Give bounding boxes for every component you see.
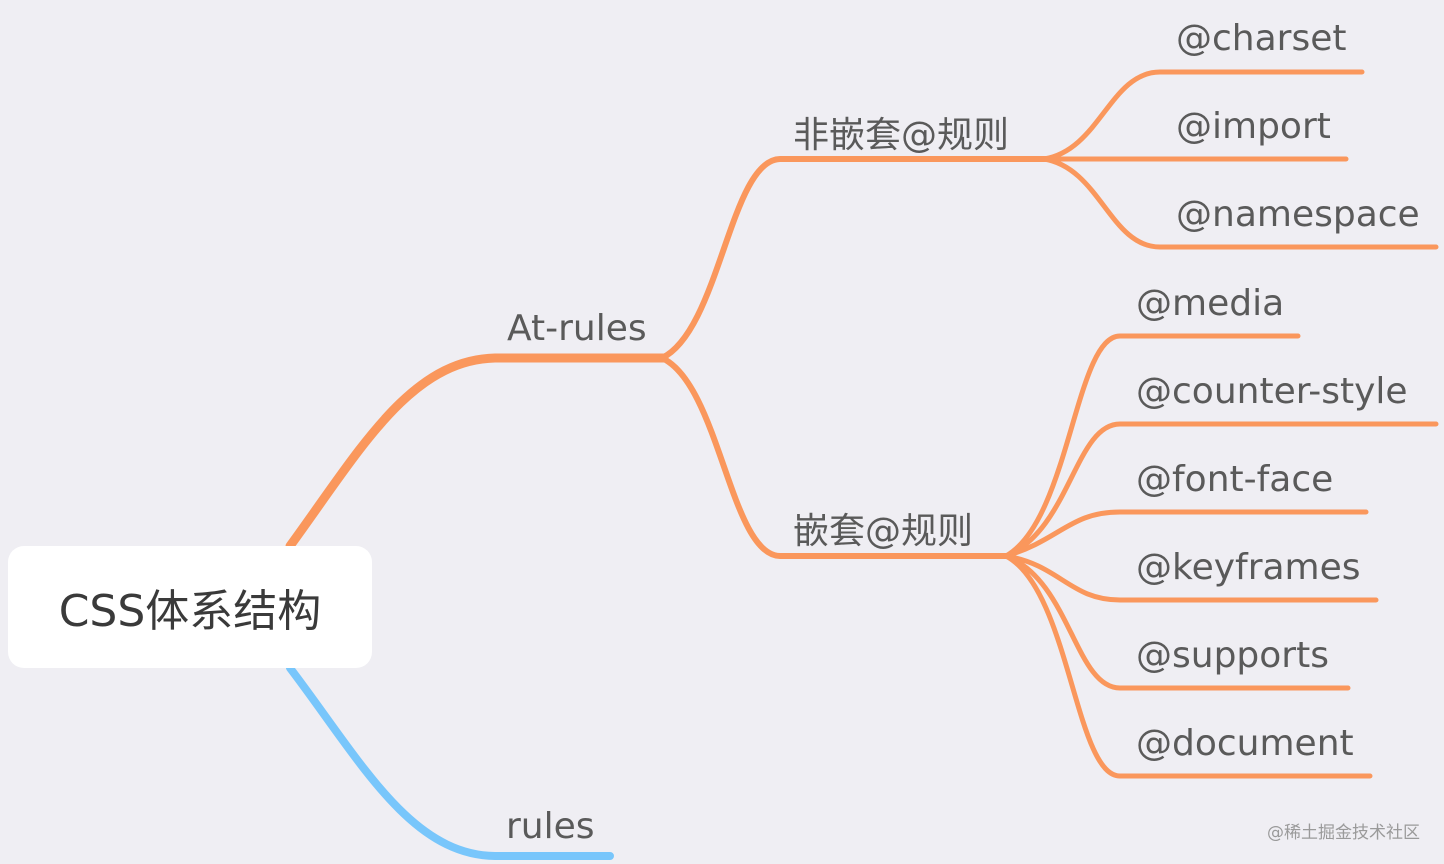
- connector-root-rules: [286, 664, 614, 860]
- connector-at-rules-non-nested: [659, 156, 1049, 361]
- node-media[interactable]: @media: [1136, 283, 1285, 324]
- node-non-nested-at-rules[interactable]: 非嵌套@规则: [793, 115, 1010, 156]
- connector-at-rules-nested: [659, 355, 1009, 559]
- node-at-rules[interactable]: At-rules: [507, 308, 647, 349]
- node-rules[interactable]: rules: [506, 806, 595, 847]
- root-node[interactable]: CSS体系结构: [8, 546, 372, 668]
- node-supports[interactable]: @supports: [1136, 635, 1329, 676]
- node-import[interactable]: @import: [1176, 106, 1331, 147]
- node-namespace[interactable]: @namespace: [1176, 194, 1420, 235]
- connector-document: [1003, 553, 1373, 779]
- node-counter-style[interactable]: @counter-style: [1136, 371, 1408, 412]
- node-charset[interactable]: @charset: [1176, 18, 1347, 59]
- connector-charset: [1041, 69, 1365, 162]
- connector-namespace: [1041, 156, 1439, 250]
- node-nested-at-rules[interactable]: 嵌套@规则: [793, 511, 974, 552]
- node-document[interactable]: @document: [1136, 723, 1354, 764]
- root-node-label: CSS体系结构: [58, 586, 322, 637]
- node-font-face[interactable]: @font-face: [1136, 459, 1334, 500]
- node-keyframes[interactable]: @keyframes: [1136, 547, 1361, 588]
- connector-counter-style: [1003, 421, 1439, 559]
- connector-supports: [1003, 553, 1351, 691]
- connector-keyframes: [1003, 553, 1379, 603]
- connector-root-at-rules: [285, 353, 669, 551]
- connector-media: [1003, 333, 1301, 559]
- watermark: @稀土掘金技术社区: [1267, 823, 1420, 843]
- connector-font-face: [1003, 509, 1369, 559]
